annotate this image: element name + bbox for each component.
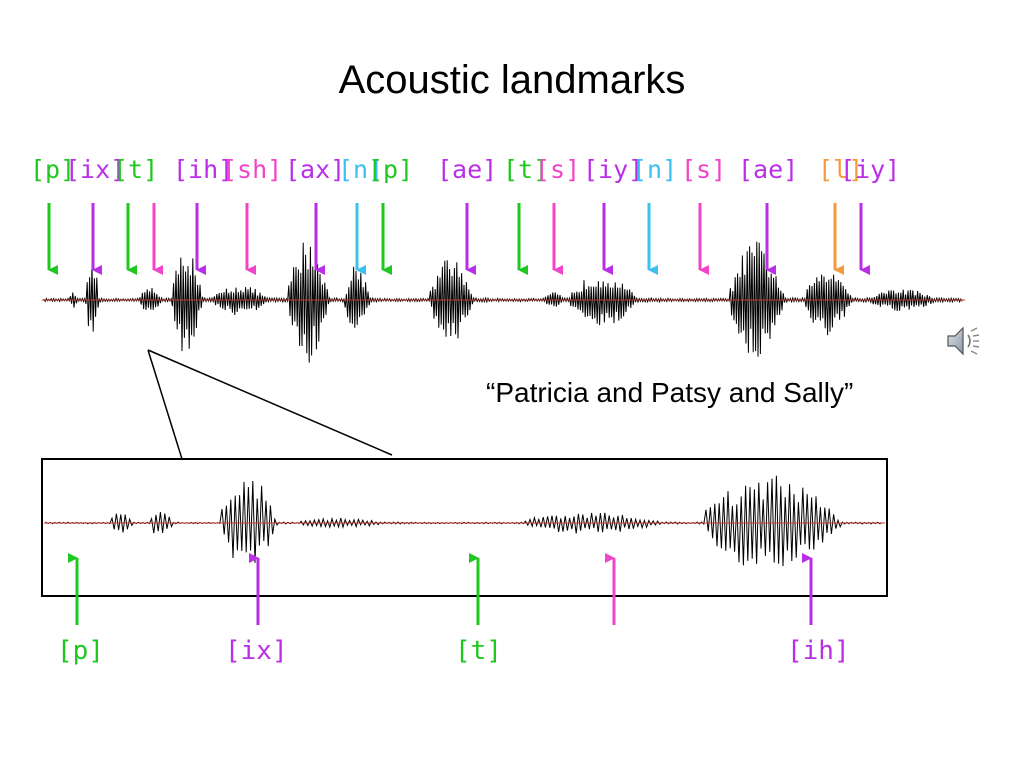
- top-label-s-1: [s]: [535, 155, 581, 184]
- top-label-ae-2: [ae]: [738, 155, 799, 184]
- bottom-label-p: [p]: [57, 636, 104, 666]
- bottom-label-ix: [ix]: [225, 636, 288, 666]
- top-label-p-1: [p]: [30, 155, 76, 184]
- zoom-callout-left-line: [147, 349, 183, 460]
- top-label-p-2: [p]: [368, 155, 414, 184]
- top-label-iy-1: [iy]: [583, 155, 644, 184]
- top-label-s-2: [s]: [681, 155, 727, 184]
- zoom-inset-box: [41, 458, 888, 597]
- top-label-sh: [sh]: [222, 155, 283, 184]
- top-label-n-2: [n]: [632, 155, 678, 184]
- top-label-n-1: [n]: [338, 155, 384, 184]
- slide-title: Acoustic landmarks: [338, 58, 686, 102]
- top-label-iy-2: [iy]: [840, 155, 901, 184]
- bottom-landmark-arrows: [68, 553, 813, 625]
- top-label-t-1: [t]: [113, 155, 159, 184]
- top-label-ih: [ih]: [173, 155, 234, 184]
- zoom-callout-right-line: [147, 349, 393, 456]
- top-landmark-arrows: [47, 203, 870, 275]
- utterance-caption: “Patricia and Patsy and Sally”: [486, 377, 854, 408]
- speaker-icon[interactable]: [944, 323, 980, 359]
- speaker-icon-graphic: [947, 326, 980, 356]
- top-label-t-2: [t]: [503, 155, 549, 184]
- top-label-ix: [ix]: [65, 155, 126, 184]
- top-waveform: [42, 241, 965, 363]
- top-label-ax: [ax]: [285, 155, 346, 184]
- top-label-ae-1: [ae]: [437, 155, 498, 184]
- bottom-label-t: [t]: [455, 636, 502, 666]
- top-label-l: [l]: [818, 155, 864, 184]
- bottom-waveform: [44, 475, 885, 567]
- bottom-label-ih: [ih]: [787, 636, 850, 666]
